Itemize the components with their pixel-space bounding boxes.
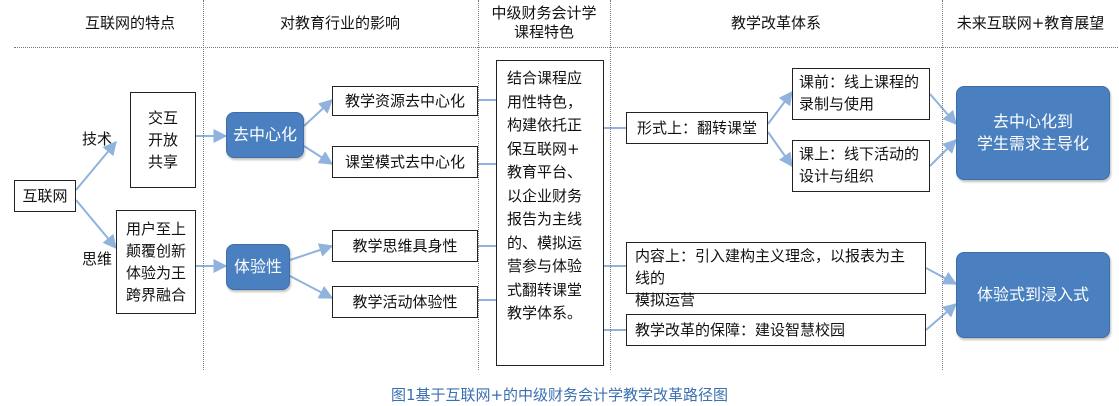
- arrow-internet-to-thinking: [75, 199, 117, 250]
- arrow-experience-to-activity: [289, 275, 334, 299]
- form-flipped-box: 形式上：翻转课堂: [626, 112, 768, 144]
- thinking-traits-box: 用户至上 颠覆创新 体验为王 跨界融合: [116, 210, 196, 314]
- internet-box: 互联网: [14, 180, 76, 212]
- arrow-form-to-preclass: [767, 90, 793, 125]
- header-reform-system: 教学改革体系: [730, 14, 821, 32]
- course-features-box: 结合课程应 用性特色， 构建依托正 保互联网+ 教育平台、 以企业财务 报告为主…: [496, 60, 604, 366]
- column-divider-4: [942, 0, 943, 370]
- thinking-label: 思维: [82, 250, 113, 268]
- column-divider-2: [478, 0, 479, 370]
- arrow-preclass-to-future: [929, 93, 957, 126]
- arrow-form-to-inclass: [767, 131, 793, 168]
- activity-experience-box: 教学活动体验性: [332, 286, 478, 318]
- content-box: 内容上：引入建构主义理念，以报表为主线的 模拟运营: [626, 242, 926, 309]
- header-course-features: 中级财务会计学 课程特色: [491, 4, 597, 41]
- pre-class-box: 课前：线上课程的 录制与使用: [792, 68, 930, 120]
- decentralization-node: 去中心化: [226, 112, 304, 158]
- classroom-decentralization-box: 课堂模式去中心化: [332, 146, 478, 178]
- arrow-experience-to-thinking-embodiment: [289, 243, 334, 261]
- resource-decentralization-box: 教学资源去中心化: [332, 86, 478, 116]
- arrow-inclass-to-future: [929, 139, 957, 167]
- header-impact-on-education: 对教育行业的影响: [279, 14, 400, 32]
- arrow-guarantee-to-future: [925, 303, 958, 331]
- arrow-internet-to-technology: [75, 140, 117, 191]
- future-node-decentralization: 去中心化到 学生需求主导化: [956, 86, 1110, 180]
- thinking-embodiment-box: 教学思维具身性: [332, 230, 478, 262]
- arrow-decentralization-to-resources: [303, 99, 334, 127]
- arrow-content-to-future: [925, 267, 958, 285]
- header-internet-features: 互联网的特点: [84, 14, 175, 32]
- column-divider-3: [610, 0, 611, 370]
- arrow-decentralization-to-classroom: [303, 145, 334, 165]
- future-node-immersive: 体验式到浸入式: [956, 252, 1110, 338]
- guarantee-box: 教学改革的保障：建设智慧校园: [626, 314, 926, 346]
- in-class-box: 课上：线下活动的 设计与组织: [792, 140, 930, 192]
- technology-label: 技术: [82, 130, 113, 148]
- column-divider-1: [203, 0, 204, 370]
- header-future-outlook: 未来互联网+教育展望: [956, 14, 1105, 32]
- figure-caption: 图1基于互联网+的中级财务会计学教学改革路径图: [390, 386, 729, 404]
- tech-traits-box: 交互 开放 共享: [130, 92, 196, 188]
- experience-node: 体验性: [226, 244, 290, 290]
- header-divider: [14, 47, 1118, 48]
